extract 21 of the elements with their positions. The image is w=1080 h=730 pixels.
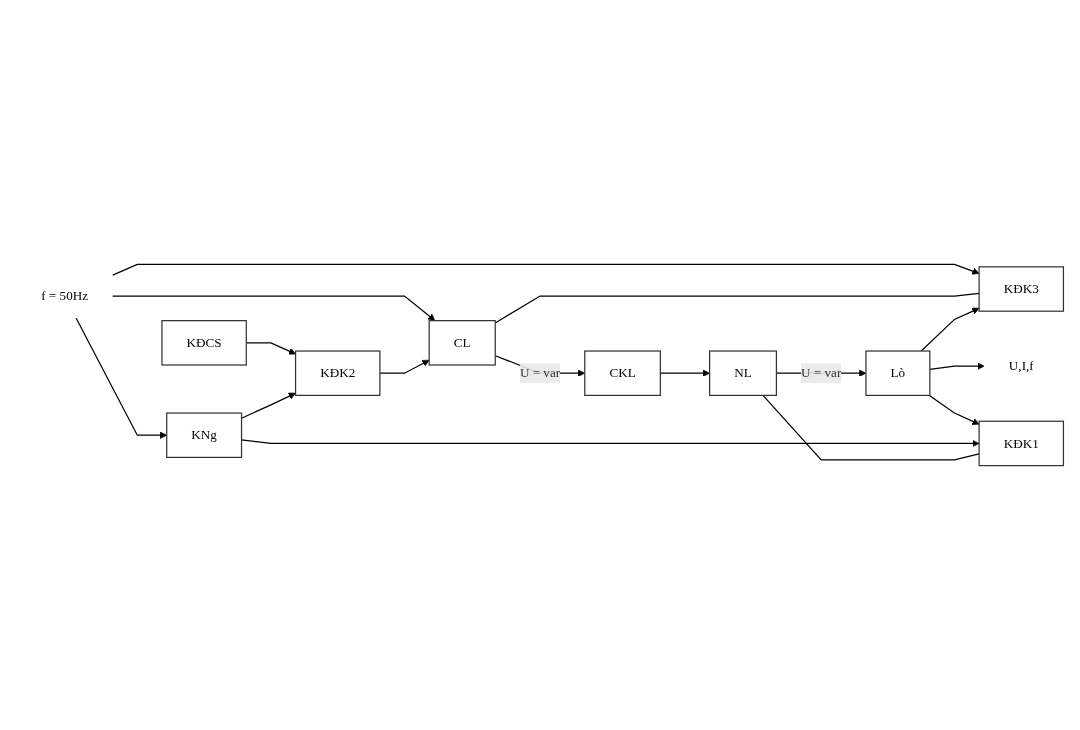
arrow — [112, 263, 980, 276]
node-box: KĐK1 — [978, 420, 1065, 467]
node-text: U,I,f — [1008, 358, 1034, 373]
edge-label: U = var — [801, 365, 842, 380]
arrow — [112, 295, 436, 321]
connector — [494, 292, 980, 324]
node-box: KĐK2 — [294, 350, 381, 396]
node-box: KĐK3 — [978, 266, 1065, 312]
node-box: CL — [428, 320, 496, 366]
arrow — [920, 307, 980, 352]
connector — [762, 394, 980, 461]
arrow — [929, 362, 985, 370]
node-text: f = 50Hz — [41, 288, 89, 303]
arrow — [928, 394, 980, 425]
node-box: Lò — [865, 350, 931, 396]
node-box: CKL — [584, 350, 661, 396]
node-box: KNg — [166, 412, 243, 458]
node-box: NL — [709, 350, 778, 396]
node-box: KĐCS — [161, 320, 247, 366]
edge-label: U = var — [519, 365, 561, 380]
arrow — [379, 359, 430, 374]
